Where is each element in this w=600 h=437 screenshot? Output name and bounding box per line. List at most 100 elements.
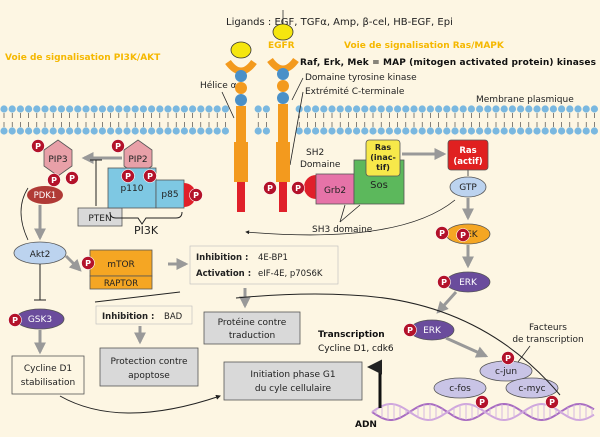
protection-box xyxy=(99,347,199,387)
inhibition-targets: 4E-BP1 xyxy=(258,253,288,263)
ligand-left-icon xyxy=(230,41,252,59)
phosphate-label: P xyxy=(35,142,41,151)
lipid-head-icon xyxy=(156,127,164,135)
phosphate-icon xyxy=(65,171,79,185)
lipid-head-icon xyxy=(205,127,213,135)
membrane-label: Membrane plasmique xyxy=(476,95,574,105)
lipid-head-icon xyxy=(336,105,344,113)
sh2-label: SH2 xyxy=(306,148,324,158)
pdk1-label: PDK1 xyxy=(34,191,57,201)
lipid-head-icon xyxy=(517,127,525,135)
lipid-head-icon xyxy=(353,127,361,135)
lipid-head-icon xyxy=(443,105,451,113)
lipid-head-icon xyxy=(262,105,270,113)
helix-label: Hélice α xyxy=(200,80,237,91)
phosphate-icon xyxy=(47,173,61,187)
lipid-head-icon xyxy=(156,105,164,113)
pip3-node xyxy=(43,139,73,177)
lipid-head-icon xyxy=(115,127,123,135)
lipid-head-icon xyxy=(377,105,385,113)
lipid-head-icon xyxy=(148,127,156,135)
phosphate-icon xyxy=(81,256,95,270)
lipid-head-icon xyxy=(344,127,352,135)
phosphate-icon xyxy=(121,169,135,183)
lipid-head-icon xyxy=(361,105,369,113)
lipid-head-icon xyxy=(164,105,172,113)
cfos-node xyxy=(433,377,487,399)
lipid-head-icon xyxy=(558,105,566,113)
egfr-domain-icon xyxy=(235,94,247,106)
lipid-head-icon xyxy=(131,127,139,135)
phosphate-label: P xyxy=(479,398,485,407)
lipid-head-icon xyxy=(344,105,352,113)
lipid-head-icon xyxy=(500,105,508,113)
lipid-head-icon xyxy=(394,127,402,135)
egfr-domain-icon xyxy=(277,68,289,80)
lipid-head-icon xyxy=(180,105,188,113)
mtor-node xyxy=(89,249,153,277)
phosphate-label: P xyxy=(460,231,466,240)
lipid-head-icon xyxy=(0,127,8,135)
lipid-head-icon xyxy=(295,127,303,135)
tk-pointer xyxy=(291,77,304,101)
lipid-head-icon xyxy=(451,105,459,113)
lipid-head-icon xyxy=(221,105,229,113)
lipid-head-icon xyxy=(418,127,426,135)
lipid-head-icon xyxy=(476,105,484,113)
phosphate-icon xyxy=(111,139,125,153)
lipid-head-icon xyxy=(25,105,33,113)
lipid-head-icon xyxy=(213,105,221,113)
lipid-head-icon xyxy=(25,127,33,135)
phosphate-label: P xyxy=(69,174,75,183)
cterm-pointer xyxy=(289,91,304,166)
initiation-box xyxy=(223,361,363,401)
p85-subunit xyxy=(155,179,185,209)
lipid-head-icon xyxy=(410,127,418,135)
tf-pointer xyxy=(517,345,531,363)
proteine-box xyxy=(203,311,301,345)
pi3k-bracket xyxy=(109,211,183,225)
adn-label: ADN xyxy=(355,420,377,430)
lipid-head-icon xyxy=(41,105,49,113)
lipid-head-icon xyxy=(254,105,262,113)
lipid-head-icon xyxy=(148,105,156,113)
lipid-head-icon xyxy=(312,127,320,135)
lipid-head-icon xyxy=(426,127,434,135)
lipid-head-icon xyxy=(123,105,131,113)
lipid-head-icon xyxy=(435,105,443,113)
lipid-head-icon xyxy=(189,105,197,113)
inhibition-bad-target: BAD xyxy=(164,312,183,322)
activation-targets: eIF-4E, p70S6K xyxy=(258,269,323,279)
lipid-head-icon xyxy=(336,127,344,135)
lipid-head-icon xyxy=(262,127,270,135)
phosphate-label: P xyxy=(147,172,153,181)
proteine-label-2: traduction xyxy=(229,331,275,341)
lipid-head-icon xyxy=(451,127,459,135)
transcription-targets: Cycline D1, cdk6 xyxy=(318,344,394,354)
lipid-head-icon xyxy=(377,127,385,135)
helix-pointer xyxy=(221,91,235,119)
lipid-head-icon xyxy=(90,105,98,113)
activation-label: Activation : xyxy=(196,269,251,279)
lipid-head-icon xyxy=(508,105,516,113)
c-terminal-label: Extrémité C-terminale xyxy=(305,86,405,97)
sos-label: Sos xyxy=(370,180,388,191)
erk-to-tf-arrow xyxy=(445,336,489,358)
lipid-head-icon xyxy=(123,127,131,135)
lipid-head-icon xyxy=(66,105,74,113)
nucleus-boundary-curve-left xyxy=(235,293,351,299)
lipid-head-icon xyxy=(197,127,205,135)
inhibition-bad-box xyxy=(95,305,193,325)
lipid-head-icon xyxy=(74,127,82,135)
lipid-head-icon xyxy=(82,105,90,113)
gtp-label: GTP xyxy=(459,183,477,193)
lipid-head-icon xyxy=(295,105,303,113)
phosphate-label: P xyxy=(193,191,199,200)
ras-pathway-title: Voie de signalisation Ras/MAPK xyxy=(344,41,505,51)
nucleus-boundary-curve xyxy=(349,294,561,396)
akt2-label: Akt2 xyxy=(30,250,51,260)
lipid-head-icon xyxy=(467,127,475,135)
pip3-akt-recruit-line xyxy=(20,187,29,241)
lipid-head-icon xyxy=(139,105,147,113)
